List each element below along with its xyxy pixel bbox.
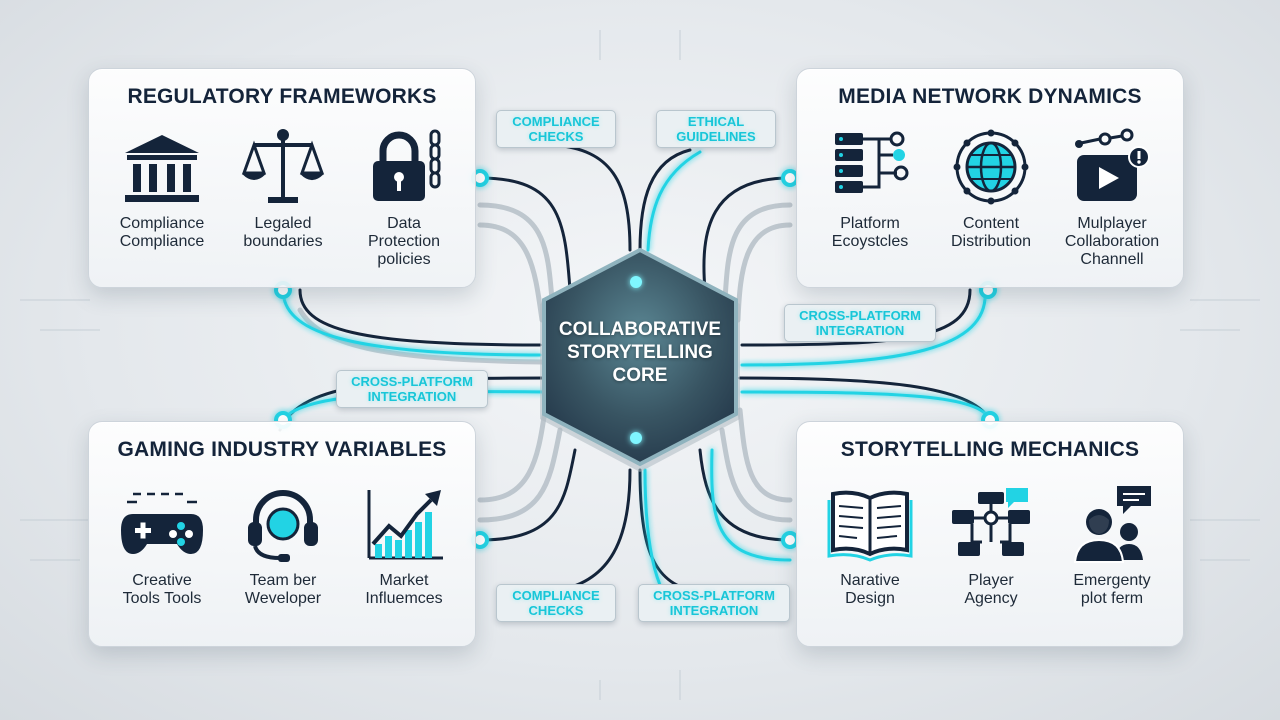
item-emergent-plot: Emergenty plot ferm	[1047, 484, 1177, 608]
panel-title: MEDIA NETWORK DYNAMICS	[838, 85, 1142, 108]
item-label: Player Agency	[964, 572, 1018, 607]
tag-compliance-checks-bottom: COMPLIANCE CHECKS	[496, 584, 616, 622]
tag-cross-platform-bottom: CROSS-PLATFORM INTEGRATION	[638, 584, 790, 622]
item-platform-ecosystems: Platform Ecoystcles	[805, 127, 935, 251]
core-hexagon	[540, 247, 740, 472]
item-label: Emergenty plot ferm	[1073, 572, 1151, 607]
globe-network-icon	[953, 129, 1029, 205]
panel-regulatory-frameworks: REGULATORY FRAMEWORKS Compliance Complia…	[88, 68, 476, 288]
item-label: Content Distribution	[950, 215, 1032, 250]
person-speech-icon	[1073, 486, 1151, 563]
core-label: COLLABORATIVE STORYTELLING CORE	[558, 319, 722, 386]
open-book-icon	[827, 490, 913, 562]
panel-title: STORYTELLING MECHANICS	[840, 438, 1140, 461]
panel-title: GAMING INDUSTRY VARIABLES	[117, 438, 447, 461]
item-label: Platform Ecoystcles	[831, 215, 909, 250]
item-multiplayer-channel: Mulplayer Collaboration Channell	[1047, 127, 1177, 269]
item-label: Data Protection policies	[367, 215, 441, 268]
tag-cross-platform-left: CROSS-PLATFORM INTEGRATION	[336, 370, 488, 408]
item-label: Narative Design	[840, 572, 900, 607]
panel-title: REGULATORY FRAMEWORKS	[127, 85, 437, 108]
panel-media-network-dynamics: MEDIA NETWORK DYNAMICS Platform	[796, 68, 1184, 288]
item-legal-boundaries: Legaled boundaries	[218, 127, 348, 251]
item-content-distribution: Content Distribution	[926, 127, 1056, 251]
item-market-influences: Market Influemces	[339, 484, 469, 608]
market-growth-chart-icon	[367, 490, 443, 560]
item-label: Mulplayer Collaboration Channell	[1064, 215, 1160, 268]
item-compliance: Compliance Compliance	[97, 127, 227, 251]
item-team-developer: Team ber Weveloper	[218, 484, 348, 608]
padlock-chain-icon	[373, 129, 441, 201]
server-network-icon	[835, 131, 909, 193]
branching-flow-icon	[952, 488, 1030, 556]
item-label: Market Influemces	[365, 572, 443, 607]
item-narrative-design: Narative Design	[805, 484, 935, 608]
headset-icon	[248, 490, 318, 562]
item-label: Team ber Weveloper	[244, 572, 322, 607]
item-data-protection: Data Protection policies	[339, 127, 469, 269]
item-player-agency: Player Agency	[926, 484, 1056, 608]
item-label: Compliance Compliance	[119, 215, 205, 250]
bank-building-icon	[125, 135, 199, 202]
video-share-icon	[1075, 128, 1150, 201]
tag-compliance-checks-top: COMPLIANCE CHECKS	[496, 110, 616, 148]
tag-cross-platform-right: CROSS-PLATFORM INTEGRATION	[784, 304, 936, 342]
item-label: Creative Tools Tools	[122, 572, 202, 607]
game-controller-icon	[121, 492, 203, 554]
scales-of-justice-icon	[241, 129, 325, 203]
item-creative-tools: Creative Tools Tools	[97, 484, 227, 608]
panel-storytelling-mechanics: STORYTELLING MECHANICS Narative Design	[796, 421, 1184, 647]
panel-gaming-industry-variables: GAMING INDUSTRY VARIABLES Creative Tools…	[88, 421, 476, 647]
item-label: Legaled boundaries	[243, 215, 323, 250]
tag-ethical-guidelines: ETHICAL GUIDELINES	[656, 110, 776, 148]
